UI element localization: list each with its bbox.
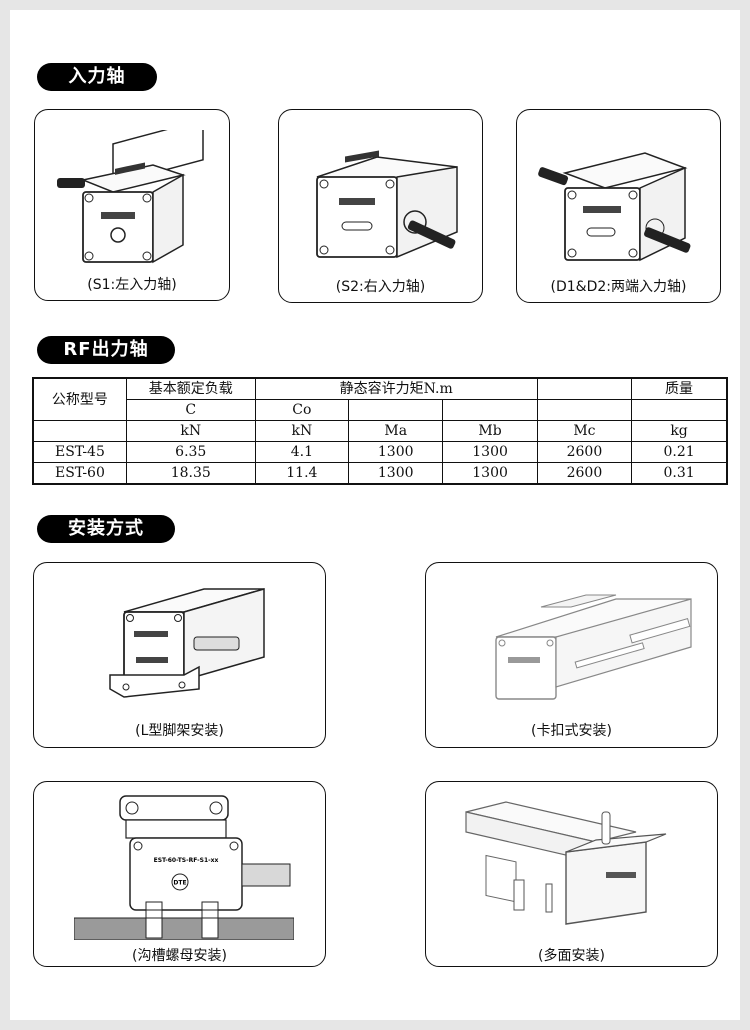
units-empty — [32, 420, 127, 442]
card-caption: (S2:右入力轴) — [335, 279, 426, 295]
product-page: 入力轴 (S1:左入力轴) — [10, 10, 740, 1020]
card-snap-mount: (卡扣式安装) — [425, 562, 718, 748]
card-caption: (沟槽螺母安装) — [132, 948, 227, 964]
unit-ma: Ma — [348, 420, 444, 442]
header-basic-load: 基本额定负载 — [125, 377, 256, 400]
card-caption: (L型脚架安装) — [135, 723, 224, 739]
card-caption: (多面安装) — [538, 948, 605, 964]
cell-mb: 1300 — [442, 441, 538, 463]
cell-mc: 2600 — [536, 462, 633, 485]
actuator-d1d2-image — [538, 152, 691, 262]
cell-mc: 2600 — [536, 441, 633, 463]
unit-c: kN — [125, 420, 256, 442]
l-bracket-image — [109, 588, 265, 698]
snap-mount-image — [495, 594, 692, 700]
section-title-rf-output: RF出力轴 — [37, 336, 175, 364]
cell-model: EST-60 — [32, 462, 127, 485]
actuator-s2-image — [316, 150, 458, 259]
unit-mb: Mb — [442, 420, 538, 442]
card-s2-right-input: (S2:右入力轴) — [278, 109, 483, 303]
header-co: Co — [254, 399, 350, 421]
cell-co: 11.4 — [254, 462, 350, 485]
table-subheader-row: C Co — [33, 399, 728, 421]
cell-c: 6.35 — [125, 441, 256, 463]
multi-face-image — [465, 801, 667, 925]
card-caption: (S1:左入力轴) — [87, 277, 177, 293]
spec-table: 公称型号 基本额定负载 静态容许力矩N.m 质量 C Co kN kN Ma M… — [32, 377, 728, 485]
header-mass: 质量 — [631, 377, 728, 400]
unit-co: kN — [254, 420, 350, 442]
header-empty — [348, 399, 444, 421]
table-row: EST-45 6.35 4.1 1300 1300 2600 0.21 — [32, 441, 728, 463]
card-caption: (卡扣式安装) — [531, 723, 612, 739]
cell-mass: 0.21 — [631, 441, 728, 463]
cell-ma: 1300 — [348, 462, 444, 485]
cell-ma: 1300 — [348, 441, 444, 463]
card-tslot-nut-mount: EST-60-TS-RF-S1-xx DTE (沟槽螺母安装) — [33, 781, 326, 967]
card-s1-left-input: (S1:左入力轴) — [34, 109, 230, 301]
card-d1d2-both-input: (D1&D2:两端入力轴) — [516, 109, 721, 303]
unit-mc: Mc — [536, 420, 633, 442]
cell-model: EST-45 — [32, 441, 127, 463]
header-c: C — [125, 399, 256, 421]
table-row: EST-60 18.35 11.4 1300 1300 2600 0.31 — [32, 462, 728, 485]
cell-c: 18.35 — [125, 462, 256, 485]
nut-mark-label: DTE — [173, 880, 186, 887]
card-caption: (D1&D2:两端入力轴) — [550, 279, 687, 295]
header-model: 公称型号 — [32, 377, 127, 421]
actuator-s1-image — [57, 130, 204, 264]
drawing-model-label: EST-60-TS-RF-S1-xx — [154, 857, 219, 864]
header-empty — [442, 399, 538, 421]
header-static-moment: 静态容许力矩N.m — [254, 377, 538, 400]
tslot-nut-drawing: EST-60-TS-RF-S1-xx DTE — [74, 795, 294, 940]
cell-mb: 1300 — [442, 462, 538, 485]
unit-mass: kg — [631, 420, 728, 442]
header-empty — [536, 377, 633, 400]
card-l-bracket-mount: (L型脚架安装) — [33, 562, 326, 748]
table-header-row: 公称型号 基本额定负载 静态容许力矩N.m 质量 — [32, 377, 728, 421]
cell-mass: 0.31 — [631, 462, 728, 485]
card-multi-face-mount: (多面安装) — [425, 781, 718, 967]
header-empty — [536, 399, 633, 421]
cell-co: 4.1 — [254, 441, 350, 463]
header-empty — [631, 399, 728, 421]
section-title-input-shaft: 入力轴 — [37, 63, 157, 91]
section-title-mounting: 安装方式 — [37, 515, 175, 543]
table-units-row: kN kN Ma Mb Mc kg — [32, 420, 728, 442]
